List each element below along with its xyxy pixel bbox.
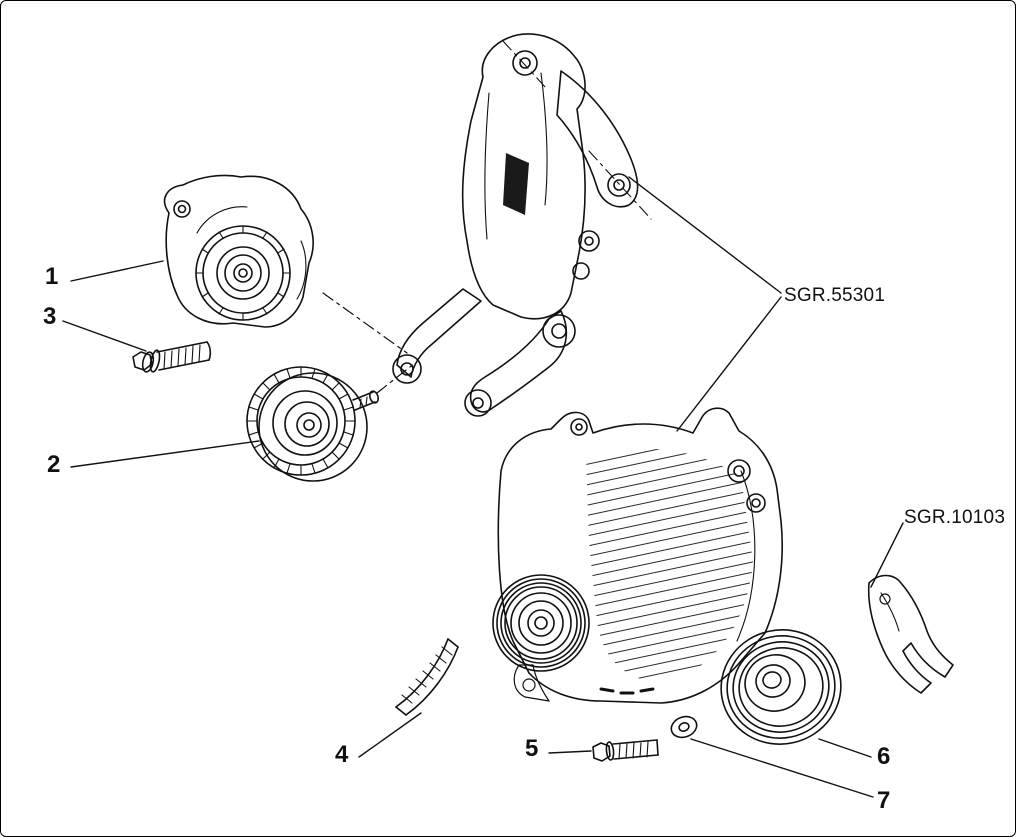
belt-segment-drawing	[395, 638, 459, 716]
callout-1-label: 1	[45, 263, 59, 290]
bolt-5-threads	[618, 741, 649, 760]
support-bracket-drawing	[867, 574, 954, 694]
callout-7-label: 7	[877, 787, 891, 814]
idler-pulley-ribs	[246, 366, 356, 476]
callout-5-label: 5	[525, 735, 539, 762]
assembly-axis-lines	[322, 292, 416, 394]
idler-pulley-drawing	[246, 366, 380, 482]
washer-drawing	[670, 715, 698, 739]
mounting-bracket-drawing	[392, 33, 652, 417]
callout-3-label: 3	[43, 303, 57, 330]
belt-ribs	[401, 646, 453, 704]
tensioner-bolt-drawing	[132, 341, 212, 373]
pulley-bolt-drawing	[592, 739, 659, 762]
crankshaft-pulley-drawing	[720, 629, 842, 745]
reference-sgr-10103-label: SGR.10103	[904, 507, 1006, 528]
alternator-drawing	[492, 407, 784, 704]
reference-sgr-55301-label: SGR.55301	[784, 285, 886, 306]
belt-tensioner-drawing	[163, 174, 314, 328]
callout-2-label: 2	[47, 451, 61, 478]
tensioner-pulley-ribs	[195, 225, 291, 321]
callout-6-label: 6	[877, 743, 891, 770]
callout-4-label: 4	[335, 741, 349, 768]
bolt-3-threads	[163, 344, 201, 370]
alternator-vent-slots	[599, 687, 655, 695]
leader-lines	[62, 176, 904, 798]
